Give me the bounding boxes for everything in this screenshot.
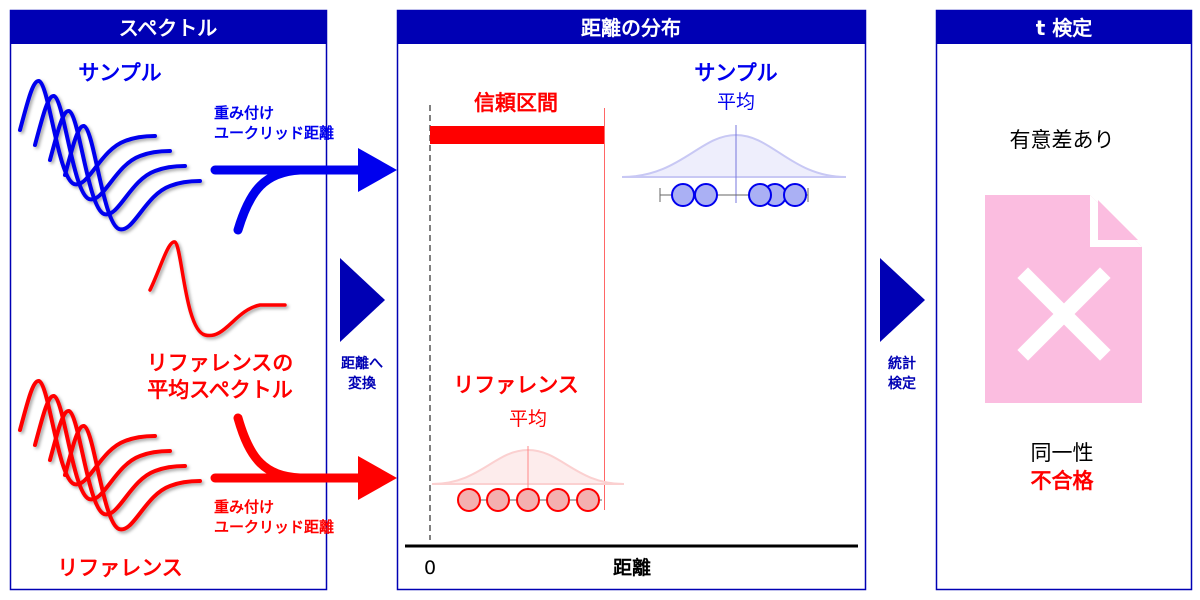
- step-arrow-icon: [880, 258, 925, 342]
- sample-point: [671, 183, 695, 207]
- rejected-document-icon: [985, 195, 1142, 403]
- ttest-panel-title: t 検定: [1036, 16, 1093, 40]
- spectrum-panel-title: スペクトル: [119, 16, 218, 40]
- distribution-panel-title: 距離の分布: [581, 16, 681, 40]
- confidence-interval-bar: [430, 126, 604, 144]
- sample-distance-points: [671, 183, 807, 207]
- sample-distance-arrow: 重み付け ユークリッド距離: [210, 104, 397, 235]
- step1-label-line2: 変換: [348, 375, 377, 392]
- reference-point: [457, 488, 481, 512]
- spectrum-panel: スペクトル サンプル リファレンスの 平均スペクトル リファレンス: [9, 9, 328, 591]
- reference-arrow-label-line2: ユークリッド距離: [214, 518, 334, 536]
- reference-point: [486, 488, 510, 512]
- reference-point: [576, 488, 600, 512]
- sample-arrow-label-line2: ユークリッド距離: [214, 124, 334, 142]
- reference-mean-label-line1: リファレンスの: [147, 351, 294, 375]
- identity-label: 同一性: [1031, 441, 1094, 465]
- ttest-panel: t 検定 有意差あり 同一性 不合格: [935, 9, 1193, 591]
- axis-zero-tick: 0: [424, 557, 436, 579]
- sample-mean-label: 平均: [717, 91, 755, 113]
- reference-mean-spectrum: [148, 240, 287, 338]
- reference-spectra-label: リファレンス: [57, 556, 183, 580]
- reference-mean-label: 平均: [509, 408, 547, 430]
- sample-arrow-label-line1: 重み付け: [214, 104, 274, 122]
- reference-distance-points: [457, 488, 600, 512]
- verdict: 不合格: [1031, 469, 1095, 493]
- sample-distribution-label: サンプル: [694, 61, 777, 85]
- reference-mean-label-line2: 平均スペクトル: [147, 378, 293, 402]
- step1-label-line1: 距離へ: [341, 355, 383, 372]
- confidence-interval-label: 信頼区間: [474, 91, 558, 115]
- reference-arrow-label-line1: 重み付け: [214, 498, 274, 516]
- reference-distance-arrow: 重み付け ユークリッド距離: [210, 413, 397, 536]
- step2-label-line2: 検定: [888, 375, 916, 392]
- reference-point: [516, 488, 540, 512]
- reference-distribution-label: リファレンス: [453, 373, 579, 397]
- sample-point: [783, 183, 807, 207]
- sample-spectra-label: サンプル: [78, 61, 161, 85]
- distribution-panel: 距離の分布 信頼区間 サンプル 平均 リファレンス 平均: [396, 9, 867, 591]
- sample-point: [748, 183, 772, 207]
- ttest-result: 有意差あり: [1010, 128, 1115, 152]
- step-arrow-icon: [340, 258, 385, 342]
- step2-label-line1: 統計: [888, 355, 916, 372]
- reference-point: [546, 488, 570, 512]
- axis-label: 距離: [613, 556, 651, 579]
- spectrum-panel-header: [10, 10, 327, 44]
- sample-point: [694, 183, 718, 207]
